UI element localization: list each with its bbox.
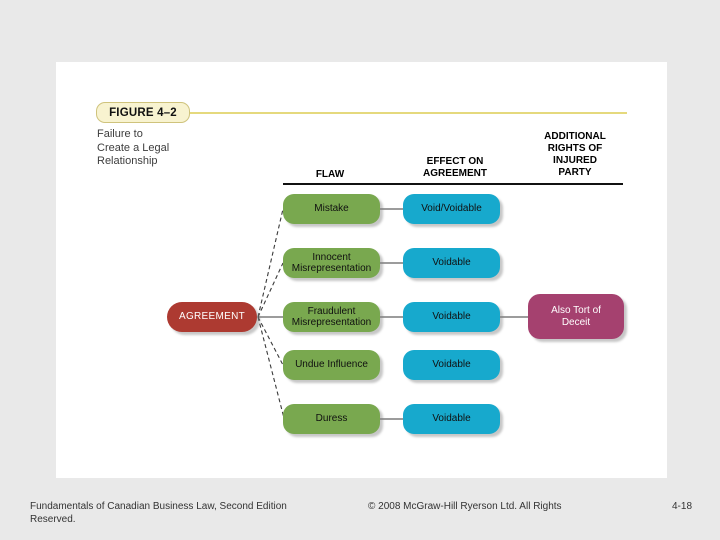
footer-line: Reserved. bbox=[30, 513, 76, 525]
node-effect-mistake: Void/Voidable bbox=[403, 194, 500, 224]
node-label: Innocent Misrepresentation bbox=[291, 251, 372, 275]
node-effect-duress: Voidable bbox=[403, 404, 500, 434]
node-label: Voidable bbox=[432, 257, 471, 269]
header-line: INJURED bbox=[553, 155, 597, 166]
node-label: Void/Voidable bbox=[421, 203, 482, 215]
node-flaw-mistake: Mistake bbox=[283, 194, 380, 224]
header-underline bbox=[283, 183, 623, 185]
figure-caption: Failure to Create a Legal Relationship bbox=[97, 128, 169, 169]
header-line: EFFECT ON bbox=[426, 156, 484, 167]
footer-book-title: Fundamentals of Canadian Business Law, S… bbox=[30, 501, 350, 526]
node-label: Also Tort of Deceit bbox=[551, 305, 601, 328]
node-label: Voidable bbox=[432, 413, 471, 425]
caption-line: Failure to bbox=[97, 128, 143, 140]
node-label: Fraudulent Misrepresentation bbox=[291, 305, 372, 329]
footer-page-number: 4-18 bbox=[671, 501, 692, 512]
slide-canvas: FIGURE 4–2 Failure to Create a Legal Rel… bbox=[56, 62, 667, 478]
node-effect-undue-influence: Voidable bbox=[403, 350, 500, 380]
figure-label-rule bbox=[190, 112, 627, 114]
node-flaw-undue-influence: Undue Influence bbox=[283, 350, 380, 380]
node-flaw-innocent-misrepresentation: Innocent Misrepresentation bbox=[283, 248, 380, 278]
figure-label-text: FIGURE 4–2 bbox=[109, 106, 177, 119]
caption-line: Create a Legal bbox=[97, 141, 170, 154]
node-effect-fraudulent-misrepresentation: Voidable bbox=[403, 302, 500, 332]
caption-line: Relationship bbox=[97, 155, 158, 167]
header-line: PARTY bbox=[558, 167, 592, 178]
header-line: AGREEMENT bbox=[423, 168, 487, 179]
header-line: FLAW bbox=[315, 169, 345, 180]
header-line: ADDITIONAL bbox=[544, 131, 606, 142]
node-label: Duress bbox=[315, 413, 348, 425]
figure-label-tab: FIGURE 4–2 bbox=[96, 102, 190, 123]
node-label: AGREEMENT bbox=[178, 311, 246, 323]
node-agreement: AGREEMENT bbox=[167, 302, 257, 332]
footer-line: Fundamentals of Canadian Business Law, S… bbox=[30, 501, 287, 512]
node-label: Voidable bbox=[432, 311, 471, 323]
node-effect-innocent-misrepresentation: Voidable bbox=[403, 248, 500, 278]
column-header-effect: EFFECT ON AGREEMENT bbox=[395, 156, 515, 180]
node-flaw-fraudulent-misrepresentation: Fraudulent Misrepresentation bbox=[283, 302, 380, 332]
node-label: Mistake bbox=[314, 203, 349, 215]
column-header-flaw: FLAW bbox=[300, 169, 360, 181]
node-label: Voidable bbox=[432, 359, 471, 371]
header-line: RIGHTS OF bbox=[547, 143, 603, 154]
node-flaw-duress: Duress bbox=[283, 404, 380, 434]
column-header-rights: ADDITIONAL RIGHTS OF INJURED PARTY bbox=[515, 131, 635, 179]
node-rights-tort-of-deceit: Also Tort of Deceit bbox=[528, 294, 624, 339]
footer-copyright: © 2008 McGraw-Hill Ryerson Ltd. All Righ… bbox=[368, 501, 562, 512]
node-label: Undue Influence bbox=[295, 359, 368, 371]
